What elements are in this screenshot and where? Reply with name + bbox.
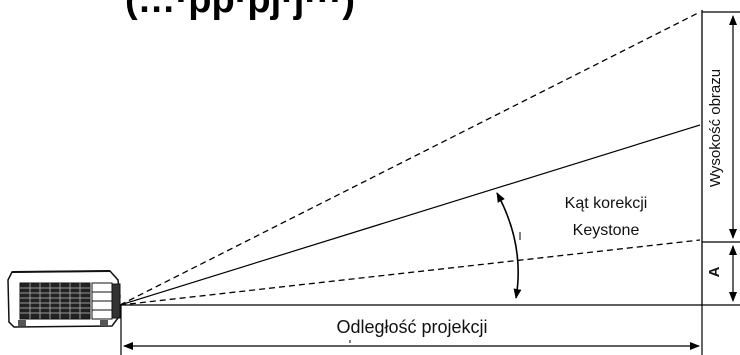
projection-distance-label: Odległość projekcji (336, 317, 487, 337)
ray-bottom-dashed (119, 239, 701, 306)
keystone-label-line2: Keystone (573, 222, 640, 239)
ray-center (119, 124, 701, 306)
ray-top-dashed (119, 11, 701, 306)
cropped-title: (…·pp·pj·j···) (125, 0, 355, 21)
image-height-label: Wysokość obrazu (707, 69, 724, 187)
projector-icon (7, 270, 121, 328)
offset-a-label: A (706, 266, 723, 277)
keystone-label-line1: Kąt korekcji (565, 195, 648, 212)
keystone-angle-arc (496, 192, 522, 299)
